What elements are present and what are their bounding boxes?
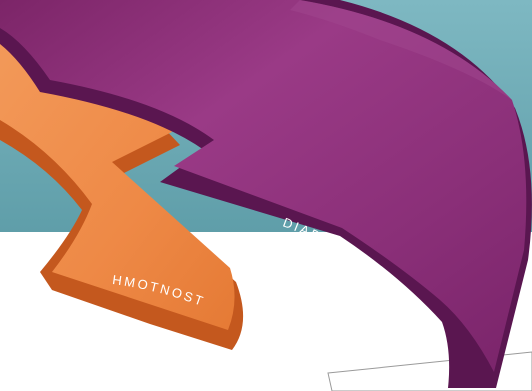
illustration: DIABETES HMOTNOST (0, 0, 532, 391)
arrows-graphic: DIABETES HMOTNOST (0, 0, 532, 391)
